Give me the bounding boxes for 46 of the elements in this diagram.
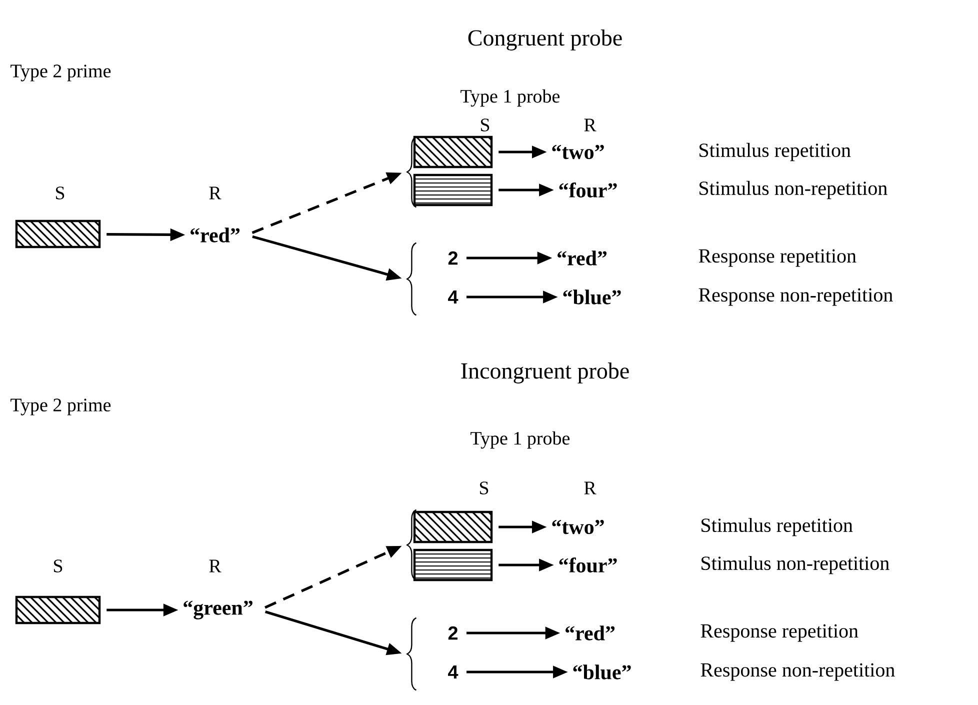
stimulus-box xyxy=(413,510,493,544)
column-heading: S xyxy=(480,482,488,494)
column-heading: R xyxy=(209,186,222,200)
brace xyxy=(406,242,417,316)
condition-label: Stimulus repetition xyxy=(700,142,851,162)
column-heading: S xyxy=(481,118,490,132)
brace xyxy=(406,617,417,691)
response-word: “red” xyxy=(190,228,240,242)
column-heading: S xyxy=(56,186,64,200)
response-word: “four” xyxy=(559,182,617,198)
condition-label: Response non-repetition xyxy=(698,288,893,306)
digit-label: 2 xyxy=(448,251,458,265)
column-heading: S xyxy=(54,560,62,572)
column-heading: R xyxy=(209,560,222,572)
condition-label: Response non-repetition xyxy=(700,663,895,681)
stimulus-box xyxy=(413,136,493,168)
probe-heading: Type 1 probe xyxy=(470,431,570,449)
response-word: “red” xyxy=(566,626,615,640)
probe-heading: Type 1 probe xyxy=(460,89,560,107)
column-heading: R xyxy=(584,482,596,494)
response-word: “blue” xyxy=(563,290,621,304)
brace xyxy=(406,136,417,208)
response-word: “two” xyxy=(552,144,604,160)
stimulus-box xyxy=(15,596,101,624)
stimulus-box xyxy=(413,174,493,206)
condition-label: Stimulus non-repetition xyxy=(702,556,890,574)
response-word: “two” xyxy=(552,520,604,534)
condition-label: Response repetition xyxy=(700,624,858,642)
stimulus-box xyxy=(413,548,493,582)
digit-label: 2 xyxy=(448,626,458,640)
response-word: “blue” xyxy=(573,664,631,680)
response-word: “green” xyxy=(184,600,252,620)
panel-title: Incongruent probe xyxy=(461,362,629,384)
column-heading: R xyxy=(584,118,596,132)
response-word: “four” xyxy=(559,557,617,573)
response-word: “red” xyxy=(558,250,607,266)
digit-label: 4 xyxy=(448,665,458,679)
stimulus-box xyxy=(15,220,101,248)
prime-heading: Type 2 prime xyxy=(10,398,111,416)
condition-label: Stimulus repetition xyxy=(702,518,853,536)
condition-label: Stimulus non-repetition xyxy=(700,180,888,200)
digit-label: 4 xyxy=(448,290,458,304)
panel-title: Congruent probe xyxy=(468,30,622,50)
condition-label: Response repetition xyxy=(698,249,856,267)
prime-heading: Type 2 prime xyxy=(10,64,111,82)
brace xyxy=(406,509,417,581)
